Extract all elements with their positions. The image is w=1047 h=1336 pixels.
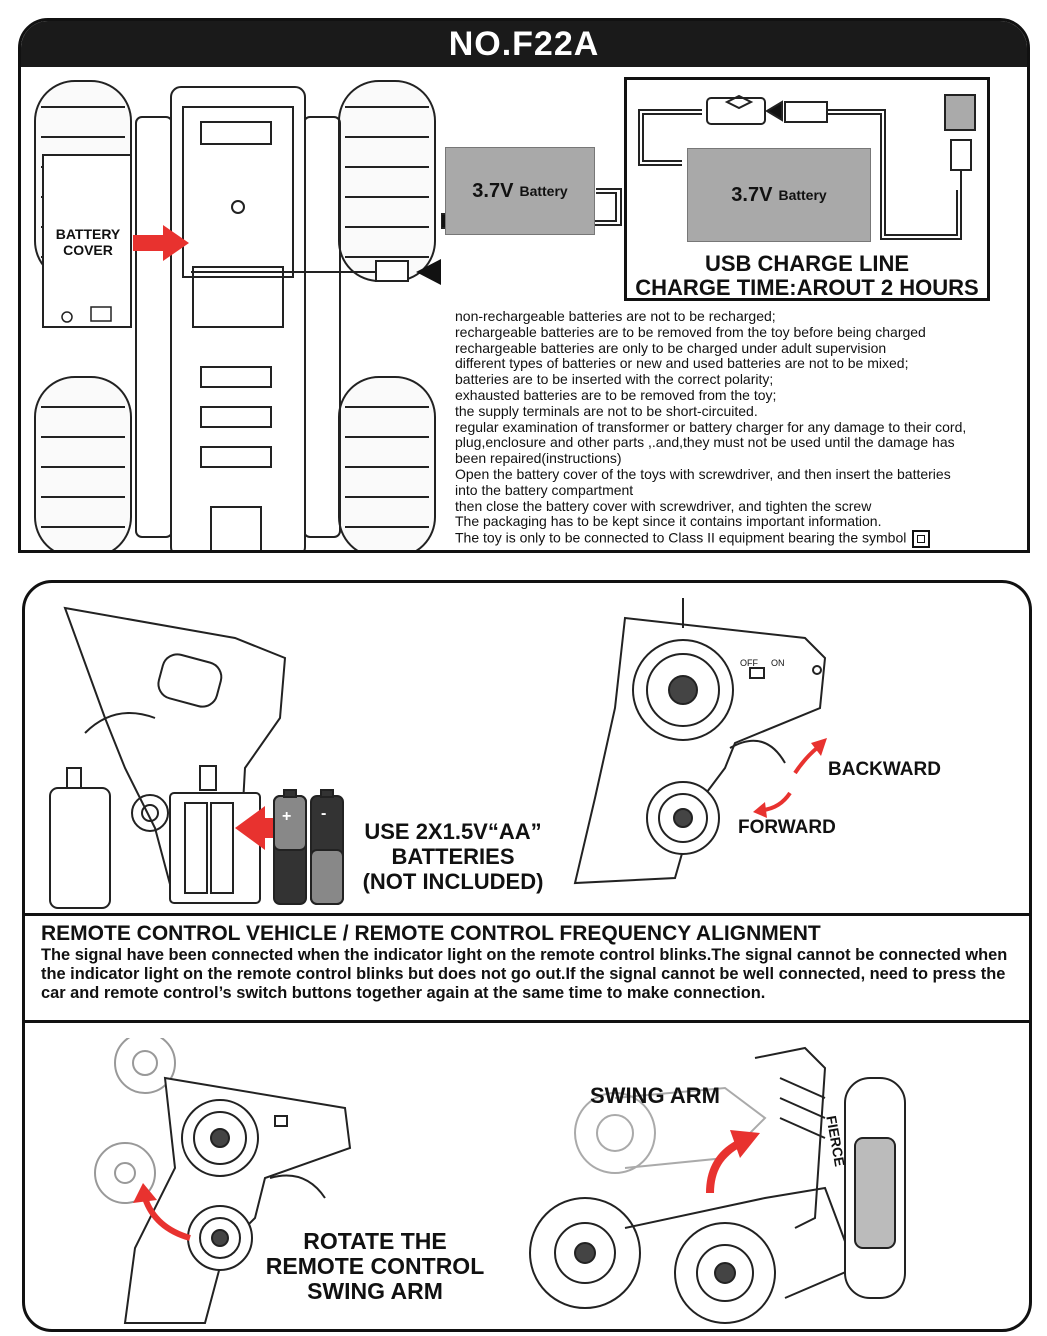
battery-pack-box: 3.7V Battery — [445, 147, 595, 235]
power-off-label: OFF — [740, 658, 758, 668]
swing-arm-label: SWING ARM — [590, 1083, 720, 1108]
frequency-alignment-title: REMOTE CONTROL VEHICLE / REMOTE CONTROL … — [41, 922, 821, 945]
note-line: rechargeable batteries are only to be ch… — [455, 339, 887, 356]
charge-time-label: CHARGE TIME:AROUT 2 HOURS — [635, 275, 979, 300]
rear-left-wheel — [34, 376, 132, 550]
usb-battery-word: Battery — [778, 187, 827, 203]
note-line: Open the battery cover of the toys with … — [455, 465, 951, 482]
backward-label: BACKWARD — [828, 759, 941, 780]
note-line: The packaging has to be kept since it co… — [455, 513, 882, 530]
frequency-alignment-text: The signal have been connected when the … — [41, 946, 1008, 1002]
note-line: batteries are to be inserted with the co… — [455, 371, 774, 388]
front-right-wheel — [338, 80, 436, 282]
battery-requirement-label: USE 2X1.5V“AA” BATTERIES (NOT INCLUDED) — [343, 819, 563, 894]
note-line: different types of batteries or new and … — [455, 355, 909, 372]
battery-safety-notes: non-rechargeable batteries are not to be… — [455, 308, 1025, 549]
battery-requirement-line1: USE 2X1.5V“AA” — [364, 819, 542, 844]
car-top-view-illustration — [34, 80, 441, 550]
rotate-swing-arm-label: ROTATE THE REMOTE CONTROL SWING ARM — [245, 1229, 505, 1304]
battery-cover-label: BATTERY COVER — [55, 226, 121, 258]
note-line: the supply terminals are not to be short… — [455, 402, 758, 419]
rotate-line2: REMOTE CONTROL — [265, 1253, 485, 1279]
battery-word: Battery — [519, 183, 568, 199]
aa-batteries-illustration — [273, 789, 344, 905]
remote-battery-compartment-illustration — [49, 606, 290, 909]
note-line: non-rechargeable batteries are not to be… — [455, 308, 776, 324]
rotate-line1: ROTATE THE — [303, 1228, 447, 1254]
note-line: plug,enclosure and other parts ,.and,the… — [455, 434, 955, 451]
truck-swing-arm-illustration — [529, 1046, 906, 1324]
note-line: into the battery compartment — [455, 481, 634, 498]
frequency-alignment-section: REMOTE CONTROL VEHICLE / REMOTE CONTROL … — [25, 913, 1029, 1023]
note-line: then close the battery cover with screwd… — [455, 497, 872, 514]
remote-steering-illustration — [573, 598, 827, 885]
usb-charge-box: 3.7V Battery USB CHARGE LINE CHARGE TIME… — [624, 77, 990, 301]
battery-insert-arrow-red — [235, 806, 290, 850]
model-title: NO.F22A — [21, 21, 1027, 67]
remote-swing-arm-illustration — [94, 1038, 352, 1324]
power-on-label: ON — [771, 658, 785, 668]
battery-requirement-line2: BATTERIES — [391, 844, 515, 869]
battery-plus-top: + — [282, 808, 292, 825]
insert-arrow-red — [133, 225, 189, 261]
battery-minus-top: - — [321, 805, 327, 822]
rotate-line3: SWING ARM — [307, 1278, 443, 1304]
battery-voltage: 3.7V — [472, 179, 514, 202]
usb-battery-pack-box: 3.7V Battery — [687, 148, 871, 242]
battery-requirement-line3: (NOT INCLUDED) — [362, 869, 544, 894]
remote-control-panel: + - USE 2X1.5V“AA” BATTERIES (NOT INCLUD… — [22, 580, 1032, 1332]
note-line: The toy is only to be connected to Class… — [455, 529, 907, 546]
forward-label: FORWARD — [738, 817, 836, 838]
battery-instructions-panel: NO.F22A — [18, 18, 1030, 553]
class-ii-symbol-icon — [912, 530, 931, 549]
note-line: regular examination of transformer or ba… — [455, 418, 967, 435]
usb-charge-cable-illustration — [638, 94, 976, 240]
usb-charge-line-label: USB CHARGE LINE — [704, 251, 910, 276]
battery-cover-shape — [42, 154, 132, 328]
note-line: exhausted batteries are to be removed fr… — [455, 386, 777, 403]
note-line: rechargeable batteries are to be removed… — [455, 323, 926, 340]
usb-battery-voltage: 3.7V — [731, 183, 773, 206]
note-line-last: The toy is only to be connected to Class… — [455, 529, 1025, 549]
note-line: been repaired(instructions) — [455, 450, 622, 467]
rear-right-wheel — [338, 376, 436, 550]
